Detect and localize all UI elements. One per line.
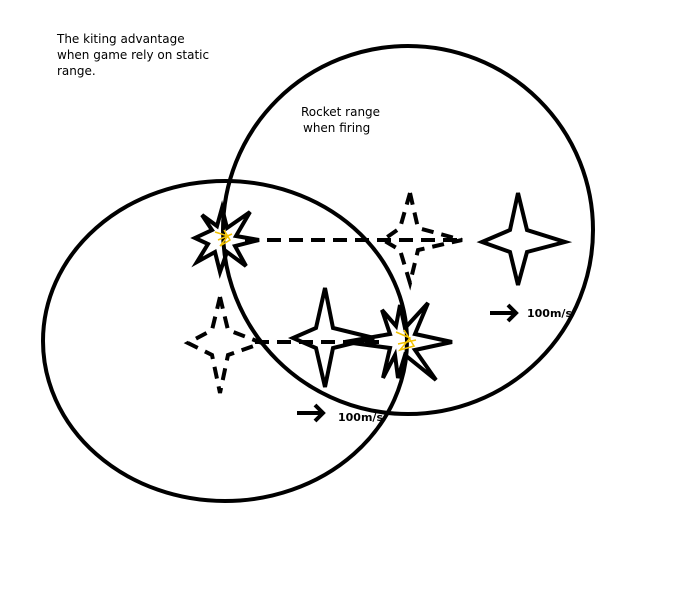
- explosion-upper: [190, 200, 260, 279]
- arrow-lower-icon: [297, 403, 326, 423]
- explosion-lower-spark: [395, 329, 417, 352]
- title-line-1: The kiting advantage: [57, 32, 185, 46]
- ship-lower-current: [287, 287, 375, 388]
- title-line-3: range.: [57, 64, 96, 78]
- title-text: The kiting advantage when game rely on s…: [57, 31, 209, 79]
- ship-upper-previous: [379, 192, 463, 291]
- explosion-lower: [344, 301, 453, 382]
- title-line-2: when game rely on static: [57, 48, 210, 62]
- ship-upper-current: [476, 192, 573, 286]
- speed-label-upper: 100m/s: [527, 307, 572, 320]
- arrow-upper-icon: [490, 303, 519, 323]
- rocket-label-line-1: Rocket range: [301, 105, 381, 119]
- rocket-label-line-2: when firing: [303, 121, 371, 135]
- rocket-range-label: Rocket range when firing: [301, 104, 380, 136]
- speed-label-lower: 100m/s: [338, 411, 383, 424]
- rocket-range-circle: [221, 44, 595, 416]
- ship-lower-previous: [183, 296, 268, 394]
- explosion-upper-spark: [214, 229, 233, 247]
